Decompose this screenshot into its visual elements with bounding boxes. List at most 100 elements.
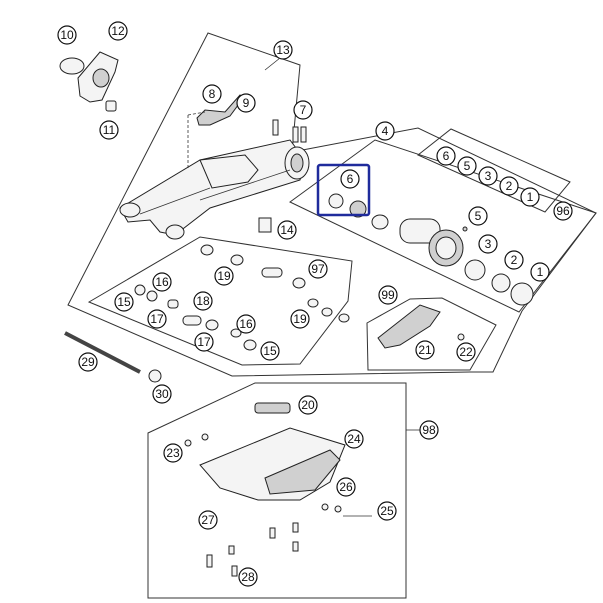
callout-8: 8	[202, 84, 222, 104]
callout-96-label: 96	[556, 204, 570, 218]
kit96-callout-1: 1	[520, 187, 540, 207]
callout-15b: 15	[260, 341, 280, 361]
callout-15a-label: 15	[117, 295, 131, 309]
callout-22-label: 22	[459, 345, 473, 359]
callout-7: 7	[293, 100, 313, 120]
callout-3-label: 3	[485, 237, 492, 251]
kit96-callout-2: 2	[499, 176, 519, 196]
callout-29-label: 29	[81, 355, 95, 369]
callout-1-label: 1	[537, 265, 544, 279]
callout-16a-label: 16	[155, 275, 169, 289]
kit96-label-5: 5	[464, 159, 471, 173]
callout-5: 5	[468, 206, 488, 226]
callout-19b-label: 19	[293, 312, 307, 326]
kit96-callout-6: 6	[436, 146, 456, 166]
callout-26-label: 26	[339, 480, 353, 494]
callout-20: 20	[298, 395, 318, 415]
screw-part	[292, 126, 299, 143]
screw-part	[272, 119, 279, 136]
kit96-label-3: 3	[485, 169, 492, 183]
callout-9: 9	[236, 93, 256, 113]
callout-22: 22	[456, 342, 476, 362]
bushings-set	[134, 244, 350, 351]
callout-8-label: 8	[209, 87, 216, 101]
callout-27-label: 27	[201, 513, 215, 527]
callout-6-label: 6	[347, 172, 354, 186]
callout-6: 6	[340, 169, 360, 189]
callout-97-label: 97	[311, 262, 325, 276]
bushings-kit-97-panel	[87, 236, 353, 366]
callout-15b-label: 15	[263, 344, 277, 358]
callout-23: 23	[163, 443, 183, 463]
callout-10: 10	[57, 25, 77, 45]
chain-guide-screw-part	[457, 333, 465, 341]
kit96-callout-3: 3	[478, 166, 498, 186]
callout-12: 12	[108, 21, 128, 41]
callout-30: 30	[152, 384, 172, 404]
kit96-label-6: 6	[443, 149, 450, 163]
callout-3: 3	[478, 234, 498, 254]
sticker-part	[258, 217, 272, 233]
swingarm	[119, 139, 310, 240]
skid-plate-kit-98-panel	[147, 382, 407, 599]
callout-28-label: 28	[241, 570, 255, 584]
callout-23-label: 23	[166, 446, 180, 460]
callout-96: 96	[553, 201, 573, 221]
callout-18: 18	[193, 291, 213, 311]
chain-guide-kit-99-panel	[366, 297, 497, 371]
callout-24-label: 24	[347, 432, 361, 446]
part-6-highlight	[316, 163, 371, 217]
callout-21-label: 21	[418, 343, 432, 357]
callout-17a: 17	[147, 309, 167, 329]
callout-7-label: 7	[300, 103, 307, 117]
callout-16a: 16	[152, 272, 172, 292]
callout-28: 28	[238, 567, 258, 587]
callout-17b: 17	[194, 332, 214, 352]
callout-2: 2	[504, 250, 524, 270]
callout-9-label: 9	[243, 96, 250, 110]
bearing-kit-panel-4	[289, 139, 597, 313]
callout-98: 98	[419, 420, 439, 440]
callout-14-label: 14	[280, 223, 294, 237]
kit96-label-1: 1	[527, 190, 534, 204]
callout-19a: 19	[214, 266, 234, 286]
callout-11-label: 11	[103, 123, 116, 137]
spacer-part	[105, 100, 117, 112]
callout-29: 29	[78, 352, 98, 372]
callout-11: 11	[99, 120, 119, 140]
callout-10-label: 10	[60, 28, 74, 42]
callout-25: 25	[377, 501, 397, 521]
kit96-callout-5: 5	[457, 156, 477, 176]
nut-part	[148, 369, 162, 383]
callout-24: 24	[344, 429, 364, 449]
screw-part	[300, 126, 307, 143]
callout-1: 1	[530, 262, 550, 282]
callout-16b: 16	[236, 314, 256, 334]
bearing-parts	[328, 193, 534, 306]
callout-19b: 19	[290, 309, 310, 329]
callout-13-label: 13	[276, 43, 290, 57]
callout-27: 27	[198, 510, 218, 530]
chain-slider-part	[196, 94, 245, 126]
callout-30-label: 30	[155, 387, 169, 401]
callout-18-label: 18	[196, 294, 210, 308]
callout-4: 4	[375, 121, 395, 141]
callout-4-label: 4	[382, 124, 389, 138]
callout-12-label: 12	[111, 24, 125, 38]
callout-17b-label: 17	[197, 335, 211, 349]
pivot-shaft-part	[64, 331, 141, 374]
callout-25-label: 25	[380, 504, 394, 518]
o-ring-part	[59, 57, 85, 75]
callout-97: 97	[308, 259, 328, 279]
callout-16b-label: 16	[239, 317, 253, 331]
callout-14: 14	[277, 220, 297, 240]
skid-plate-assembly	[184, 402, 372, 577]
callout-2-label: 2	[511, 253, 518, 267]
callout-17a-label: 17	[150, 312, 164, 326]
callout-15a: 15	[114, 292, 134, 312]
callout-13: 13	[273, 40, 293, 60]
callout-26: 26	[336, 477, 356, 497]
callout-19a-label: 19	[217, 269, 231, 283]
callout-20-label: 20	[301, 398, 315, 412]
